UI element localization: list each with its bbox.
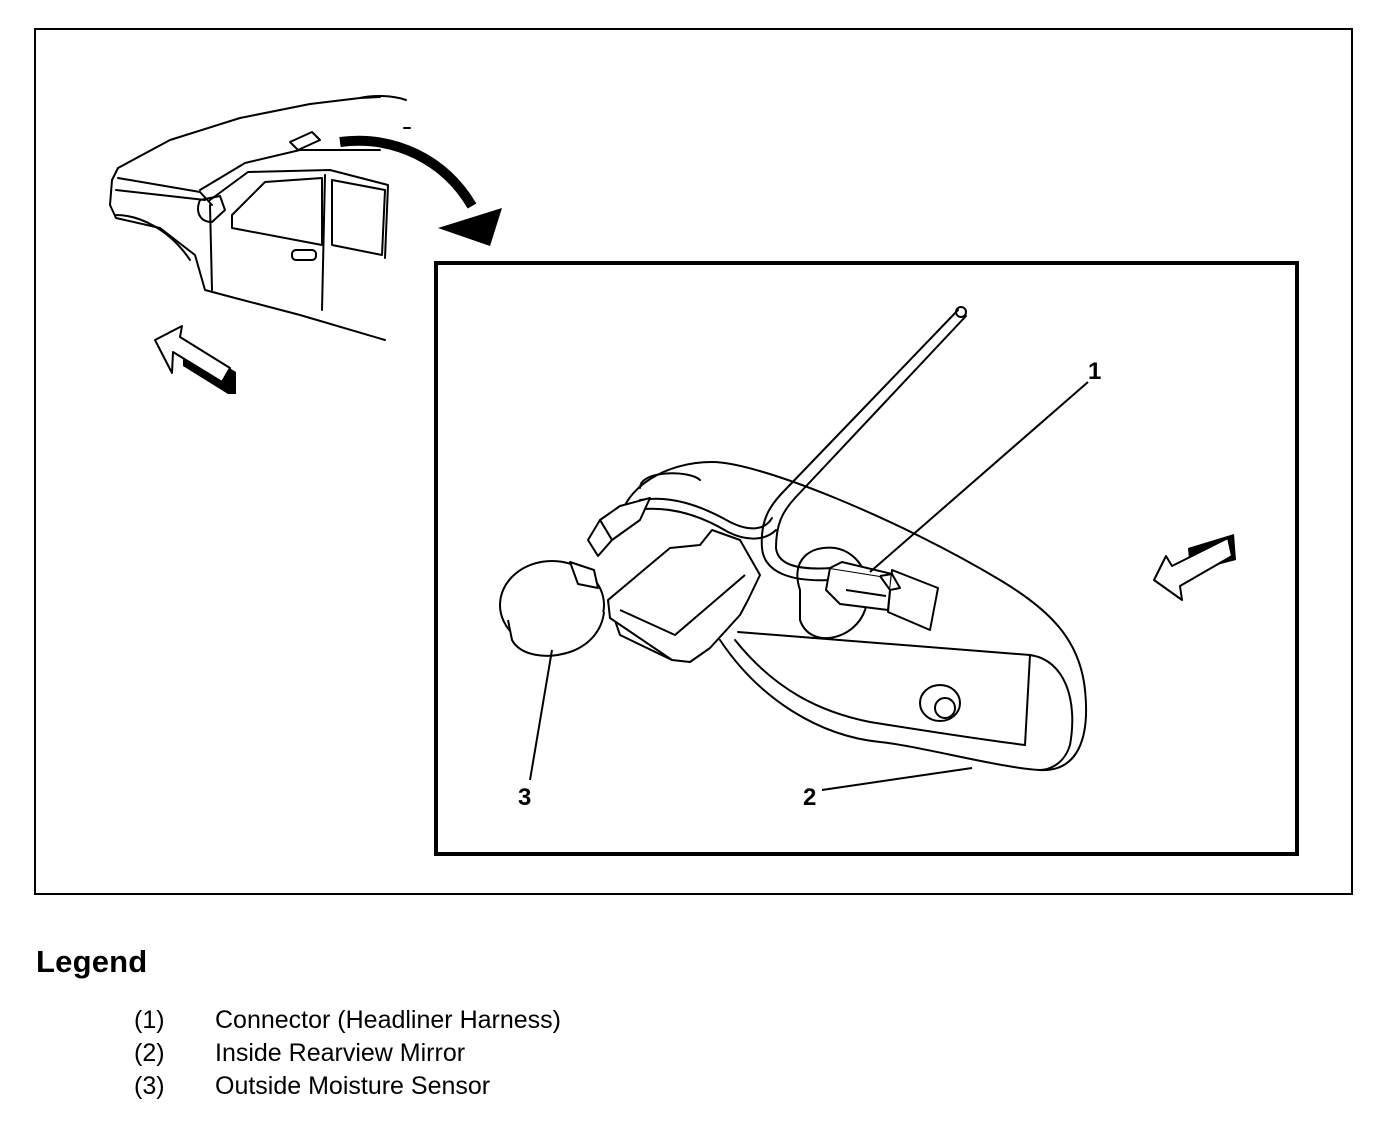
legend-item-label: Connector (Headliner Harness)	[215, 1006, 561, 1034]
leader-lines	[529, 381, 1089, 791]
callout-3: 3	[518, 784, 531, 811]
outside-moisture-sensor	[499, 560, 605, 657]
legend-item-number: (1)	[134, 1006, 165, 1034]
outer-frame	[34, 28, 1353, 895]
legend-title: Legend	[36, 944, 148, 979]
callout-1: 1	[1088, 358, 1101, 385]
service-illustration: 1 2 3	[34, 28, 1353, 895]
inside-rearview-mirror	[619, 461, 1088, 772]
detail-frame	[434, 261, 1299, 856]
mirror-control-module	[587, 497, 761, 663]
legend-item: (2) Inside Rearview Mirror	[0, 1039, 900, 1072]
legend-item: (3) Outside Moisture Sensor	[0, 1072, 900, 1105]
legend-item-label: Outside Moisture Sensor	[215, 1072, 491, 1100]
legend-item: (1) Connector (Headliner Harness)	[0, 1006, 900, 1039]
callout-2: 2	[803, 784, 816, 811]
legend-item-number: (2)	[134, 1039, 165, 1067]
curved-arrow-icon	[339, 135, 502, 246]
wiring-harness	[633, 306, 967, 582]
headliner-harness-connector	[825, 561, 901, 611]
rear-view-arrow-icon	[1153, 534, 1236, 601]
legend-item-label: Inside Rearview Mirror	[215, 1039, 466, 1067]
legend-list: (1) Connector (Headliner Harness) (2) In…	[0, 1006, 900, 1105]
vehicle-overview	[109, 94, 411, 341]
legend-item-number: (3)	[134, 1072, 165, 1100]
front-view-arrow-icon	[154, 325, 236, 394]
